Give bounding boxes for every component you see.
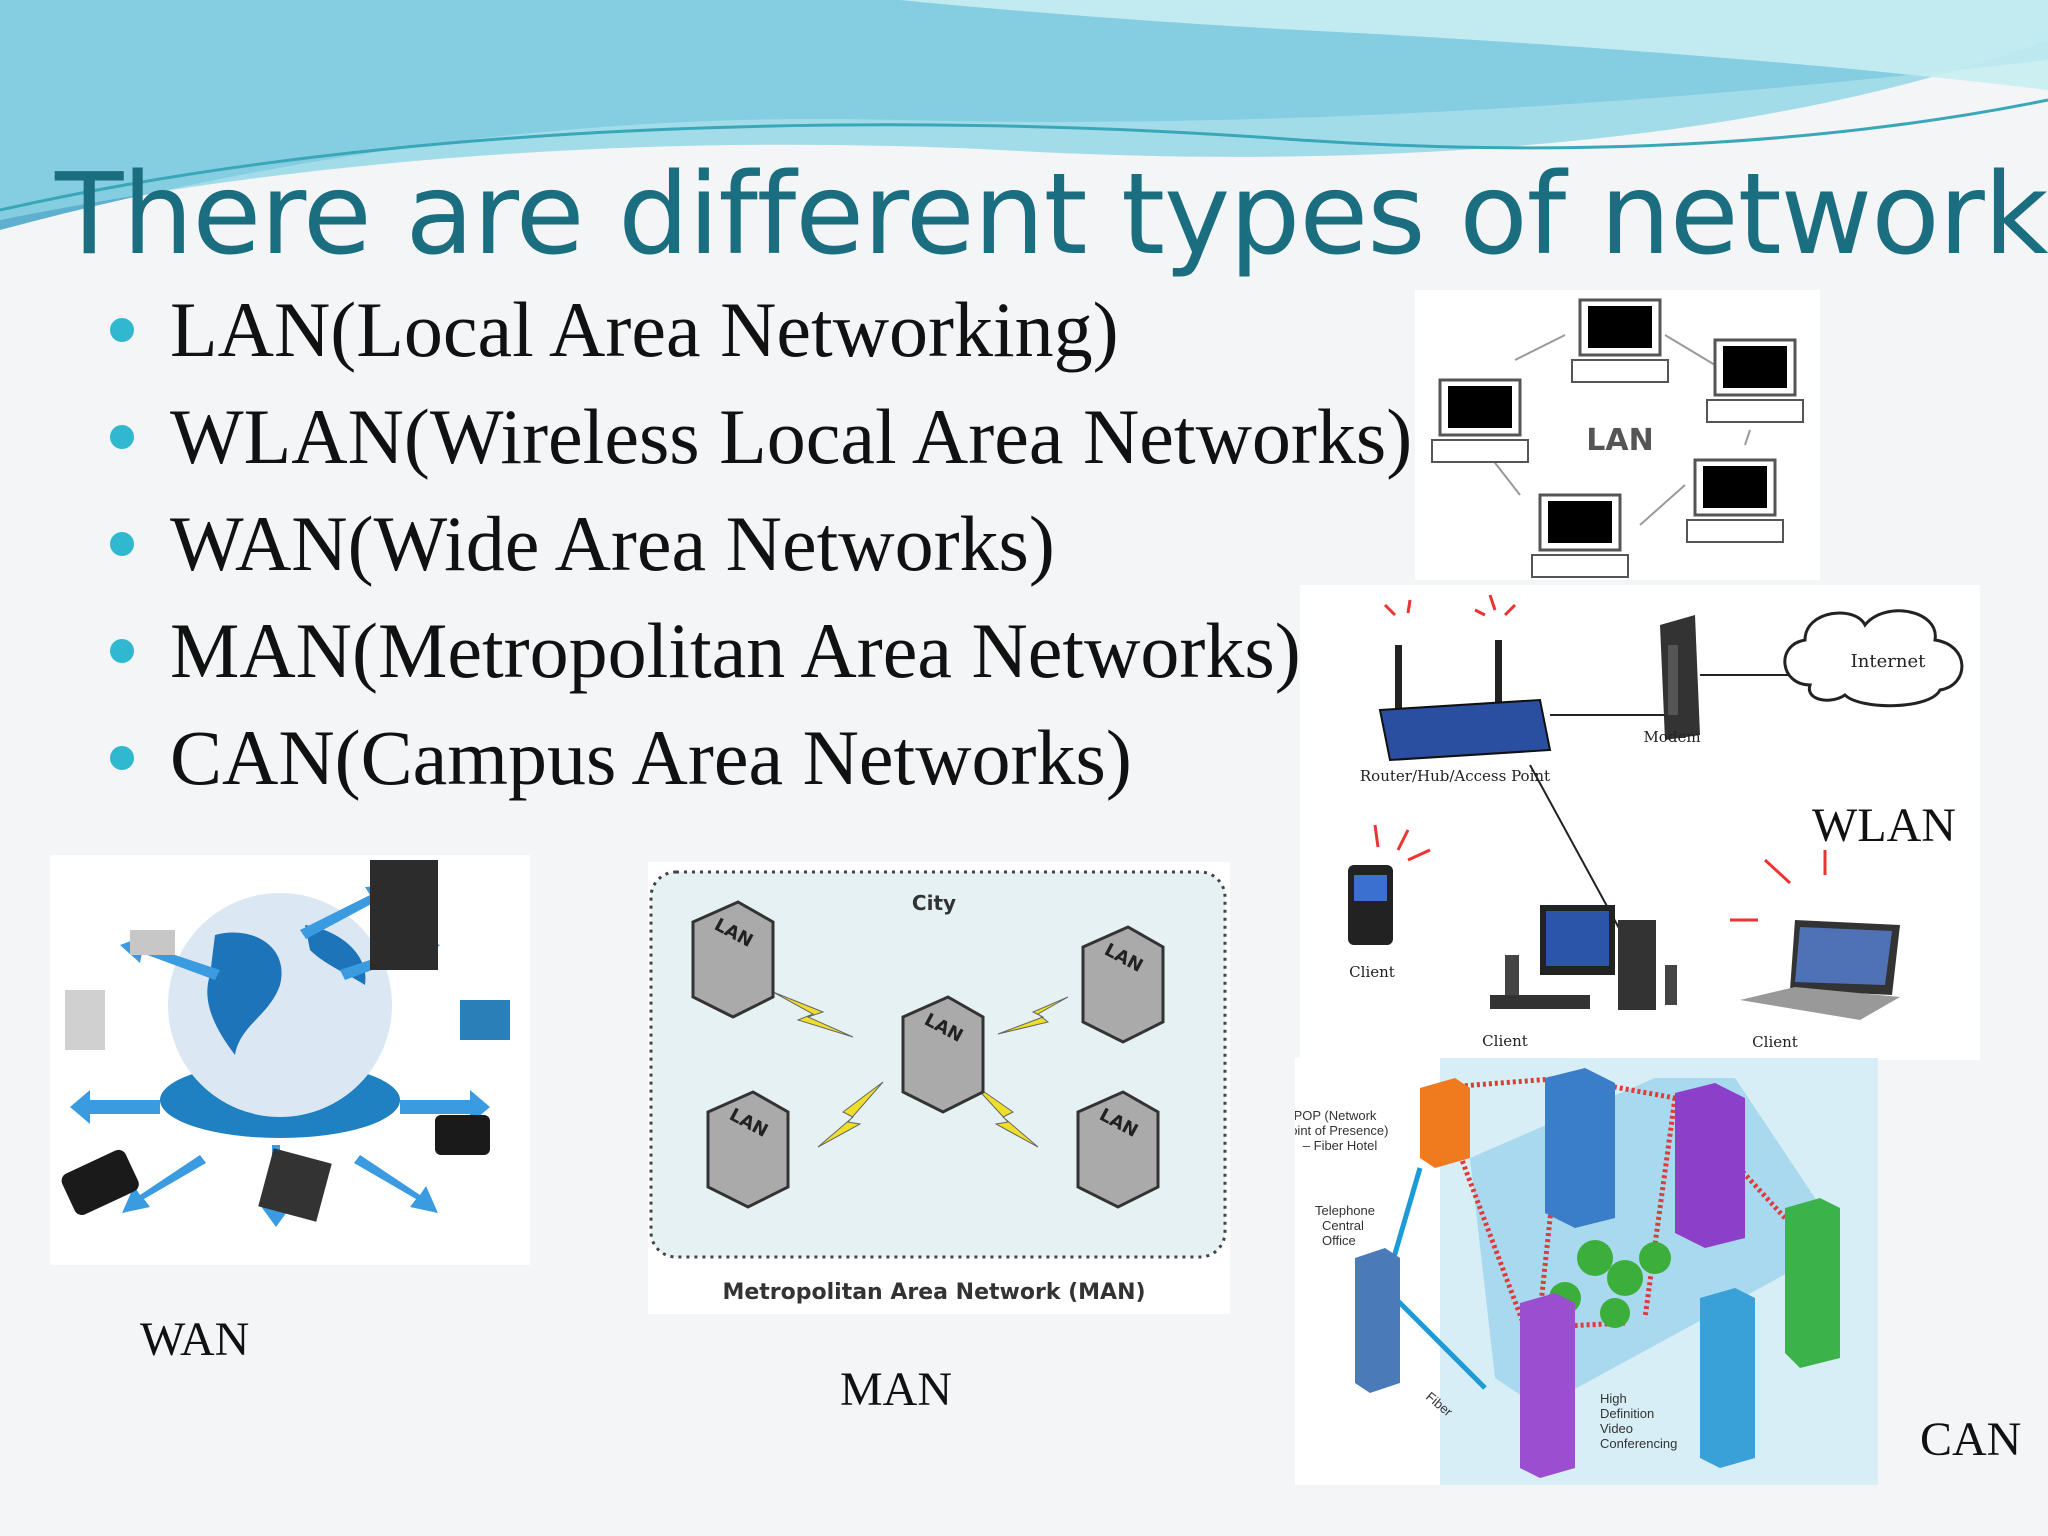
lan-computer <box>1431 378 1529 463</box>
telephone-building <box>1355 1248 1400 1393</box>
header-wave-pale <box>900 0 2048 90</box>
campus-building <box>1520 1293 1575 1478</box>
phone-icon <box>61 1149 139 1216</box>
router-icon <box>1378 594 1552 762</box>
slide-title: There are different types of network: <box>55 150 2048 280</box>
bullet-item: MAN(Metropolitan Area Networks) <box>110 601 1430 708</box>
client-label: Client <box>1752 1033 1798 1051</box>
bullet-item: WLAN(Wireless Local Area Networks) <box>110 387 1430 494</box>
lan-computer <box>1531 493 1629 578</box>
man-footer: Metropolitan Area Network (MAN) <box>722 1280 1145 1305</box>
globe-icon <box>168 893 392 1117</box>
lan-building: LAN <box>1076 1090 1160 1209</box>
modem-label: Modem <box>1643 728 1700 746</box>
fiber-line <box>1382 1167 1487 1390</box>
telephone-label: Central <box>1322 1218 1364 1233</box>
wan-caption: WAN <box>140 1313 250 1366</box>
lan-computer <box>1686 458 1784 543</box>
video-label: Conferencing <box>1600 1436 1677 1451</box>
bullet-text: CAN(Campus Area Networks) <box>170 714 1132 801</box>
internet-cloud-icon <box>1783 609 1964 708</box>
city-label: City <box>912 891 956 915</box>
pop-label: – Fiber Hotel <box>1303 1138 1378 1153</box>
can-caption: CAN <box>1920 1413 2022 1466</box>
can-diagram: POP (Network Point of Presence) – Fiber … <box>1295 1058 1878 1485</box>
lan-computer <box>1706 338 1804 423</box>
wan-diagram <box>50 855 530 1265</box>
bullet-list: LAN(Local Area Networking) WLAN(Wireless… <box>110 280 1430 815</box>
lan-computer <box>1571 298 1669 383</box>
campus-building <box>1675 1083 1745 1248</box>
pop-label: Point of Presence) <box>1295 1123 1388 1138</box>
lan-building: LAN <box>901 995 985 1114</box>
bullet-dot-icon <box>110 318 134 342</box>
modem-icon <box>1660 615 1700 740</box>
laptop-client-icon <box>1730 850 1900 1020</box>
internet-label: Internet <box>1851 651 1926 672</box>
bullet-text: LAN(Local Area Networking) <box>170 286 1119 373</box>
printer-icon <box>130 930 175 955</box>
header-wave-light <box>0 0 2048 220</box>
tablet-icon <box>435 1115 490 1155</box>
bullet-item: WAN(Wide Area Networks) <box>110 494 1430 601</box>
video-label: Video <box>1600 1421 1633 1436</box>
lan-building: LAN <box>706 1090 790 1209</box>
desktop-client-icon <box>1490 905 1677 1010</box>
campus-building <box>1785 1198 1840 1368</box>
bullet-item: LAN(Local Area Networking) <box>110 280 1430 387</box>
lan-building: LAN <box>1081 925 1165 1044</box>
campus-building <box>1700 1288 1755 1468</box>
bullet-dot-icon <box>110 532 134 556</box>
video-label: Definition <box>1600 1406 1654 1421</box>
laptop-icon <box>258 1148 332 1222</box>
man-diagram: City LAN LAN LAN LAN LAN Metropolitan Ar… <box>648 862 1230 1314</box>
pop-label: POP (Network <box>1295 1108 1377 1123</box>
bullet-dot-icon <box>110 425 134 449</box>
lan-label: LAN <box>1586 423 1653 458</box>
campus-building <box>1545 1068 1615 1228</box>
wlan-diagram: Router/Hub/Access Point Modem Internet C… <box>1300 585 1980 1060</box>
client-label: Client <box>1349 963 1395 981</box>
phone-client-icon <box>1348 824 1431 945</box>
man-caption: MAN <box>840 1363 953 1416</box>
telephone-label: Office <box>1322 1233 1356 1248</box>
bullet-item: CAN(Campus Area Networks) <box>110 708 1430 815</box>
drive-icon <box>65 990 105 1050</box>
bullet-text: MAN(Metropolitan Area Networks) <box>170 607 1301 694</box>
monitor-icon <box>460 1000 510 1040</box>
telephone-label: Telephone <box>1315 1203 1375 1218</box>
pop-building <box>1420 1078 1470 1168</box>
video-label: High <box>1600 1391 1627 1406</box>
client-label: Client <box>1482 1032 1528 1050</box>
bullet-dot-icon <box>110 639 134 663</box>
bullet-text: WLAN(Wireless Local Area Networks) <box>170 393 1413 480</box>
wlan-caption: WLAN <box>1812 799 1956 852</box>
router-label: Router/Hub/Access Point <box>1360 767 1550 785</box>
lan-diagram: LAN <box>1415 290 1820 580</box>
bullet-text: WAN(Wide Area Networks) <box>170 500 1055 587</box>
header-wave-line <box>0 98 2048 212</box>
bullet-dot-icon <box>110 746 134 770</box>
lan-building: LAN <box>691 900 775 1019</box>
server-icon <box>370 860 438 970</box>
